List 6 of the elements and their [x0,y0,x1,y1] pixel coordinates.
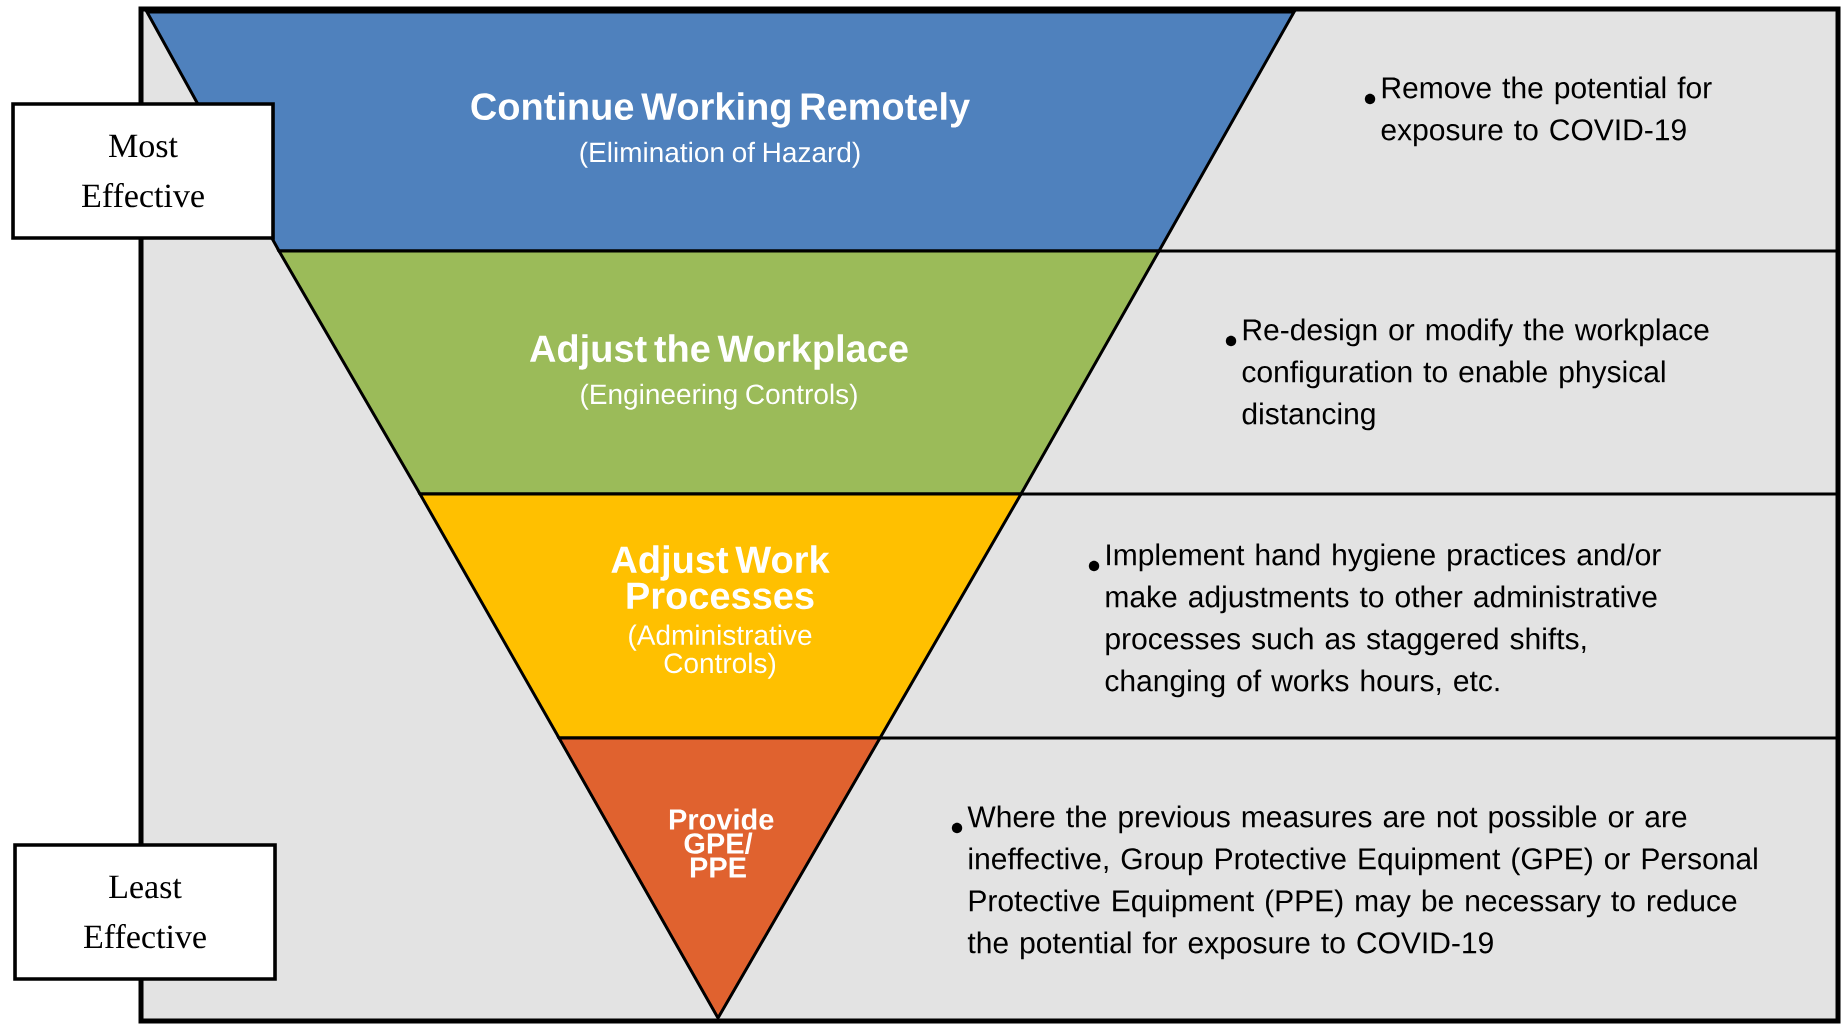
description-text: Implement hand hygiene practices and/or make adjustments to other administrative processes such as staggered shifts, changing of works hours, etc. [1105,543,1661,698]
description-text: Remove the potential for exposure to COVID-19 [1381,76,1712,147]
description-text: Re-design or modify the workplace configuration to enable physical distancing [1242,318,1709,431]
effectiveness-box: Least Effective [13,843,277,981]
effectiveness-box: Most Effective [11,102,275,240]
description-text: Where the previous measures are not possible or are ineffective, Group Protective Equipment (GPE) or Personal Protective Equipment (PPE) may be necessary to reduce the potential for exposure to COVID-19 [967,805,1757,960]
